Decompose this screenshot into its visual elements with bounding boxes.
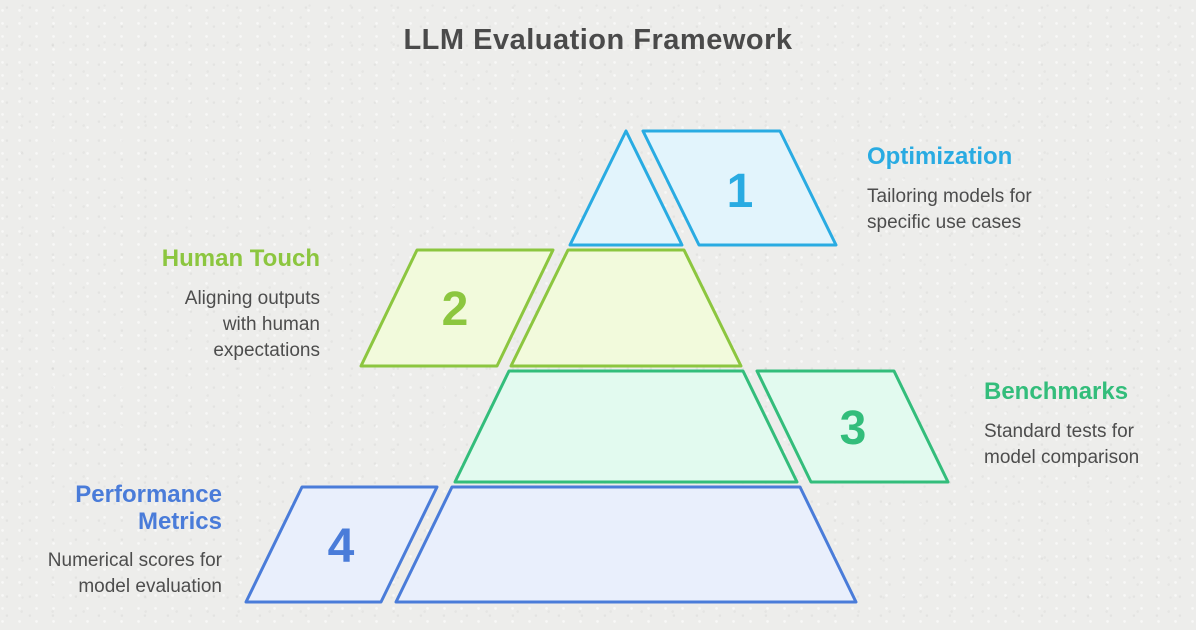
level-2-heading: Human Touch [161, 245, 320, 272]
level-2-number-tab [359, 248, 555, 368]
level-2-description: Aligning outputs with human expectations [40, 286, 320, 364]
level-4-number-tab [244, 485, 439, 604]
description-line: specific use cases [867, 212, 1022, 233]
pyramid-level-1: 1 [568, 129, 838, 247]
description-line: Aligning outputs [184, 288, 320, 309]
level-1-label-block: Optimization Tailoring models for specif… [867, 143, 1167, 236]
page-title: LLM Evaluation Framework [403, 24, 793, 56]
pyramid-band-3 [453, 369, 799, 484]
level-3-number-tab [755, 369, 950, 484]
level-3-label-block: Benchmarks Standard tests for model comp… [984, 378, 1196, 471]
pyramid-band-1 [568, 129, 684, 247]
description-line: Tailoring models for [867, 186, 1032, 207]
description-line: Numerical scores for [47, 550, 222, 571]
level-4-description: Numerical scores for model evaluation [0, 548, 222, 600]
level-1-heading: Optimization [867, 143, 1013, 170]
pyramid-level-3: 3 [453, 369, 950, 484]
level-2-label-block: Human Touch Aligning outputs with human … [40, 245, 320, 364]
description-line: Standard tests for [984, 421, 1134, 442]
description-line: model comparison [984, 447, 1140, 468]
level-3-number: 3 [840, 402, 867, 455]
level-3-description: Standard tests for model comparison [984, 419, 1196, 471]
level-4-label-block: Performance Metrics Numerical scores for… [0, 481, 222, 600]
pyramid-level-2: 2 [359, 248, 743, 368]
level-3-heading: Benchmarks [984, 378, 1129, 405]
description-line: with human [222, 314, 320, 335]
description-line: model evaluation [78, 576, 222, 597]
pyramid-band-2 [509, 248, 743, 368]
pyramid-level-4: 4 [244, 485, 858, 604]
level-1-number-tab [641, 129, 838, 247]
level-1-description: Tailoring models for specific use cases [867, 184, 1167, 236]
description-line: expectations [213, 340, 320, 361]
level-2-number: 2 [442, 283, 469, 336]
pyramid-band-4 [394, 485, 858, 604]
level-4-heading: Performance Metrics [75, 481, 222, 535]
level-4-number: 4 [328, 520, 355, 573]
level-1-number: 1 [727, 165, 754, 218]
